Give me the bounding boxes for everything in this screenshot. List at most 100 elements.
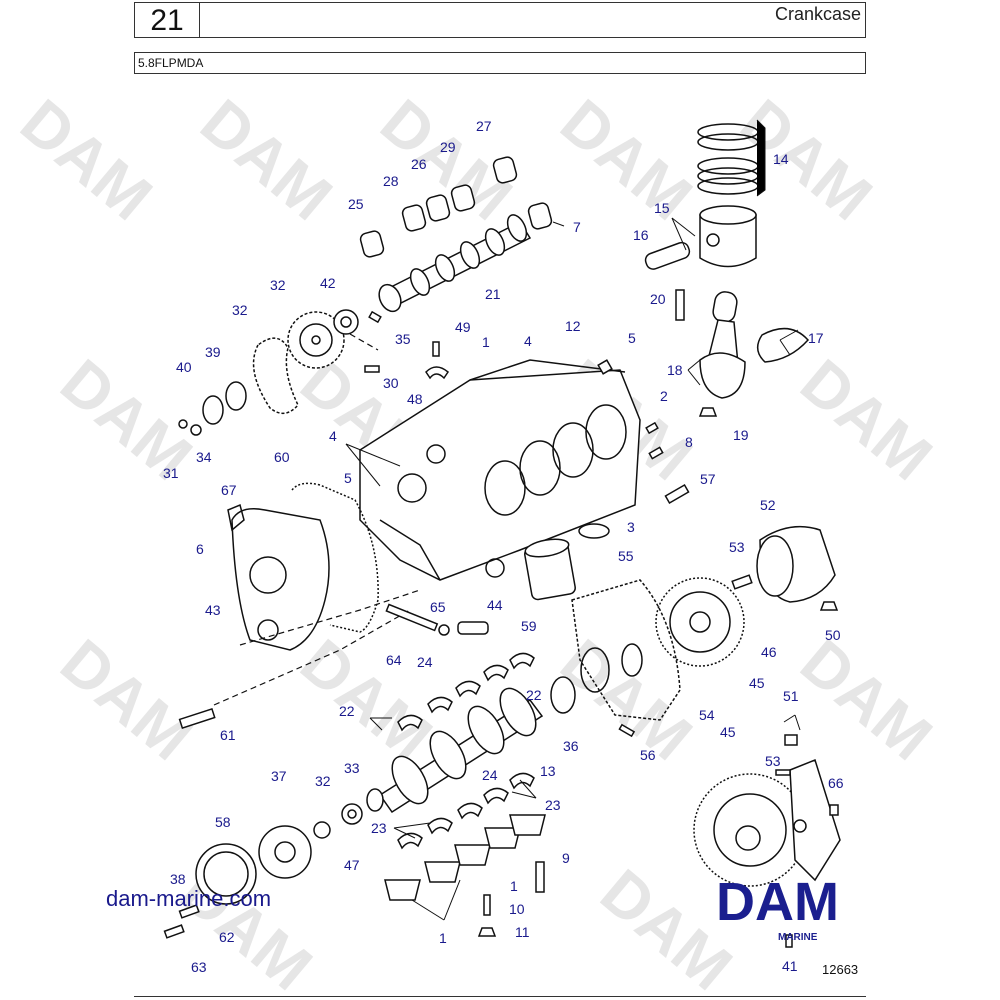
callout-50: 50 [825,627,841,643]
fasteners [178,310,839,948]
callout-38: 38 [170,871,186,887]
callout-6: 6 [196,541,204,557]
watermark-13: DAM [788,625,946,774]
model-label: 5.8FLPMDA [138,56,204,70]
watermark-2: DAM [188,85,346,234]
header-bar: 21 Crankcase [134,2,866,38]
callout-59: 59 [521,618,537,634]
watermark-10: DAM [48,625,206,774]
callout-45b: 45 [720,724,736,740]
callout-4b: 4 [329,428,337,444]
callout-32c: 32 [315,773,331,789]
section-number: 21 [135,3,200,37]
camshaft-bearings [359,156,553,258]
callout-8: 8 [685,434,693,450]
page-title: Crankcase [774,4,861,24]
callout-3: 3 [627,519,635,535]
callout-20: 20 [650,291,666,307]
callout-36: 36 [563,738,579,754]
callout-7: 7 [573,219,581,235]
callout-2: 2 [660,388,668,404]
dam-marine-logo: DAM MARINE [716,876,839,943]
callout-39: 39 [205,344,221,360]
callout-35: 35 [395,331,411,347]
callout-12: 12 [565,318,581,334]
bearing-shells [397,652,535,850]
callout-67: 67 [221,482,237,498]
callout-34: 34 [196,449,212,465]
callout-10: 10 [509,901,525,917]
watermark-11: DAM [288,625,446,774]
watermark-4: DAM [548,85,706,234]
callout-5a: 5 [628,330,636,346]
callout-13: 13 [540,763,556,779]
callout-24b: 24 [482,767,498,783]
main-bearing-caps [384,814,546,937]
callout-24a: 24 [417,654,433,670]
callout-58: 58 [215,814,231,830]
callout-37: 37 [271,768,287,784]
logo-subtext: MARINE [778,932,818,943]
callout-32a: 32 [270,277,286,293]
callout-65: 65 [430,599,446,615]
timing-set [178,309,379,436]
callout-16: 16 [633,227,649,243]
rear-components [550,525,841,887]
website-link[interactable]: dam-marine.com [106,886,272,911]
callout-14: 14 [773,151,789,167]
callout-66: 66 [828,775,844,791]
connecting-rod [675,289,810,417]
callout-33: 33 [344,760,360,776]
callout-15: 15 [654,200,670,216]
diagram-reference-number: 12663 [822,962,859,977]
callout-22a: 22 [526,687,542,703]
camshaft [378,214,532,313]
callout-57: 57 [700,471,716,487]
callout-55: 55 [618,548,634,564]
callout-26: 26 [411,156,427,172]
callout-49: 49 [455,319,471,335]
callout-53a: 53 [729,539,745,555]
callout-18: 18 [667,362,683,378]
callout-54: 54 [699,707,715,723]
front-hub [163,803,363,939]
logo-wordmark: DAM [716,876,839,932]
callout-51: 51 [783,688,799,704]
callout-1c: 1 [439,930,447,946]
piston-assembly [644,119,766,270]
callout-43: 43 [205,602,221,618]
callout-17: 17 [808,330,824,346]
callout-21: 21 [485,286,501,302]
callout-47: 47 [344,857,360,873]
callout-32b: 32 [232,302,248,318]
callout-4a: 4 [524,333,532,349]
callout-9: 9 [562,850,570,866]
callout-41: 41 [782,958,798,974]
callout-62: 62 [219,929,235,945]
callout-64: 64 [386,652,402,668]
callouts: 27 26 29 28 25 7 14 15 16 21 32 42 32 49… [163,118,844,975]
callout-60: 60 [274,449,290,465]
callout-19: 19 [733,427,749,443]
callout-45a: 45 [749,675,765,691]
callout-53b: 53 [765,753,781,769]
timing-cover [227,482,421,651]
callout-23b: 23 [371,820,387,836]
callout-61: 61 [220,727,236,743]
callout-63: 63 [191,959,207,975]
callout-52: 52 [760,497,776,513]
callout-46: 46 [761,644,777,660]
model-bar: 5.8FLPMDA [134,52,866,74]
leader-lines [345,217,801,921]
callout-56: 56 [640,747,656,763]
callout-30: 30 [383,375,399,391]
watermark-1: DAM [8,85,166,234]
callout-40: 40 [176,359,192,375]
callout-1b: 1 [510,878,518,894]
engine-block [359,359,641,601]
callout-48: 48 [407,391,423,407]
callout-5b: 5 [344,470,352,486]
callout-29: 29 [440,139,456,155]
callout-31: 31 [163,465,179,481]
